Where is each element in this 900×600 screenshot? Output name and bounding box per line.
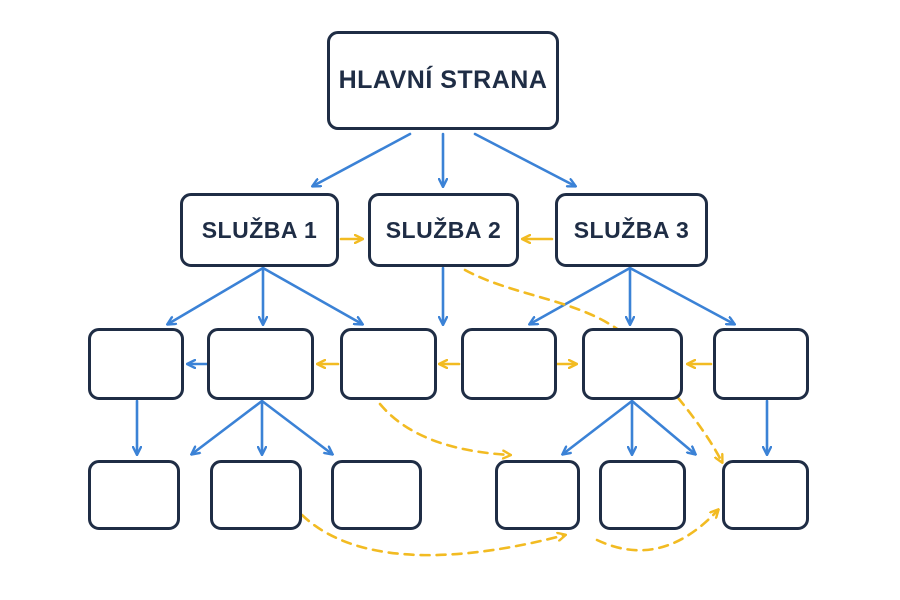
- node-level3-5[interactable]: [599, 460, 686, 530]
- cross-link-arrow: [300, 513, 565, 557]
- hierarchy-arrow: [261, 266, 362, 324]
- node-level3-4[interactable]: [495, 460, 580, 530]
- hierarchy-arrow: [530, 266, 632, 324]
- hierarchy-arrow: [473, 132, 575, 186]
- node-level2-1[interactable]: [88, 328, 184, 400]
- node-level3-2[interactable]: [210, 460, 302, 530]
- hierarchy-arrow: [628, 266, 734, 324]
- node-label: HLAVNÍ STRANA: [338, 66, 548, 94]
- node-level3-6[interactable]: [722, 460, 809, 530]
- cross-link-arrow: [595, 510, 718, 552]
- cross-link-arrow: [463, 268, 722, 462]
- node-label: SLUŽBA 3: [573, 216, 690, 243]
- node-level2-4[interactable]: [461, 328, 557, 400]
- node-sluzba-3[interactable]: SLUŽBA 3: [555, 193, 708, 267]
- node-level3-1[interactable]: [88, 460, 180, 530]
- node-sluzba-1[interactable]: SLUŽBA 1: [180, 193, 339, 267]
- node-label: SLUŽBA 2: [385, 216, 502, 243]
- node-sluzba-2[interactable]: SLUŽBA 2: [368, 193, 519, 267]
- node-level2-6[interactable]: [713, 328, 809, 400]
- hierarchy-arrow: [260, 399, 332, 454]
- node-level2-3[interactable]: [340, 328, 437, 400]
- node-hlavni-strana[interactable]: HLAVNÍ STRANA: [327, 31, 559, 130]
- hierarchy-arrow: [563, 399, 634, 454]
- hierarchy-arrow: [168, 266, 265, 324]
- hierarchy-arrow: [630, 399, 695, 454]
- node-level2-2[interactable]: [207, 328, 314, 400]
- hierarchy-arrow: [313, 132, 412, 186]
- node-level3-3[interactable]: [331, 460, 422, 530]
- node-level2-5[interactable]: [582, 328, 683, 400]
- hierarchy-arrow: [192, 399, 264, 454]
- cross-link-arrow: [378, 402, 510, 455]
- node-label: SLUŽBA 1: [201, 216, 318, 243]
